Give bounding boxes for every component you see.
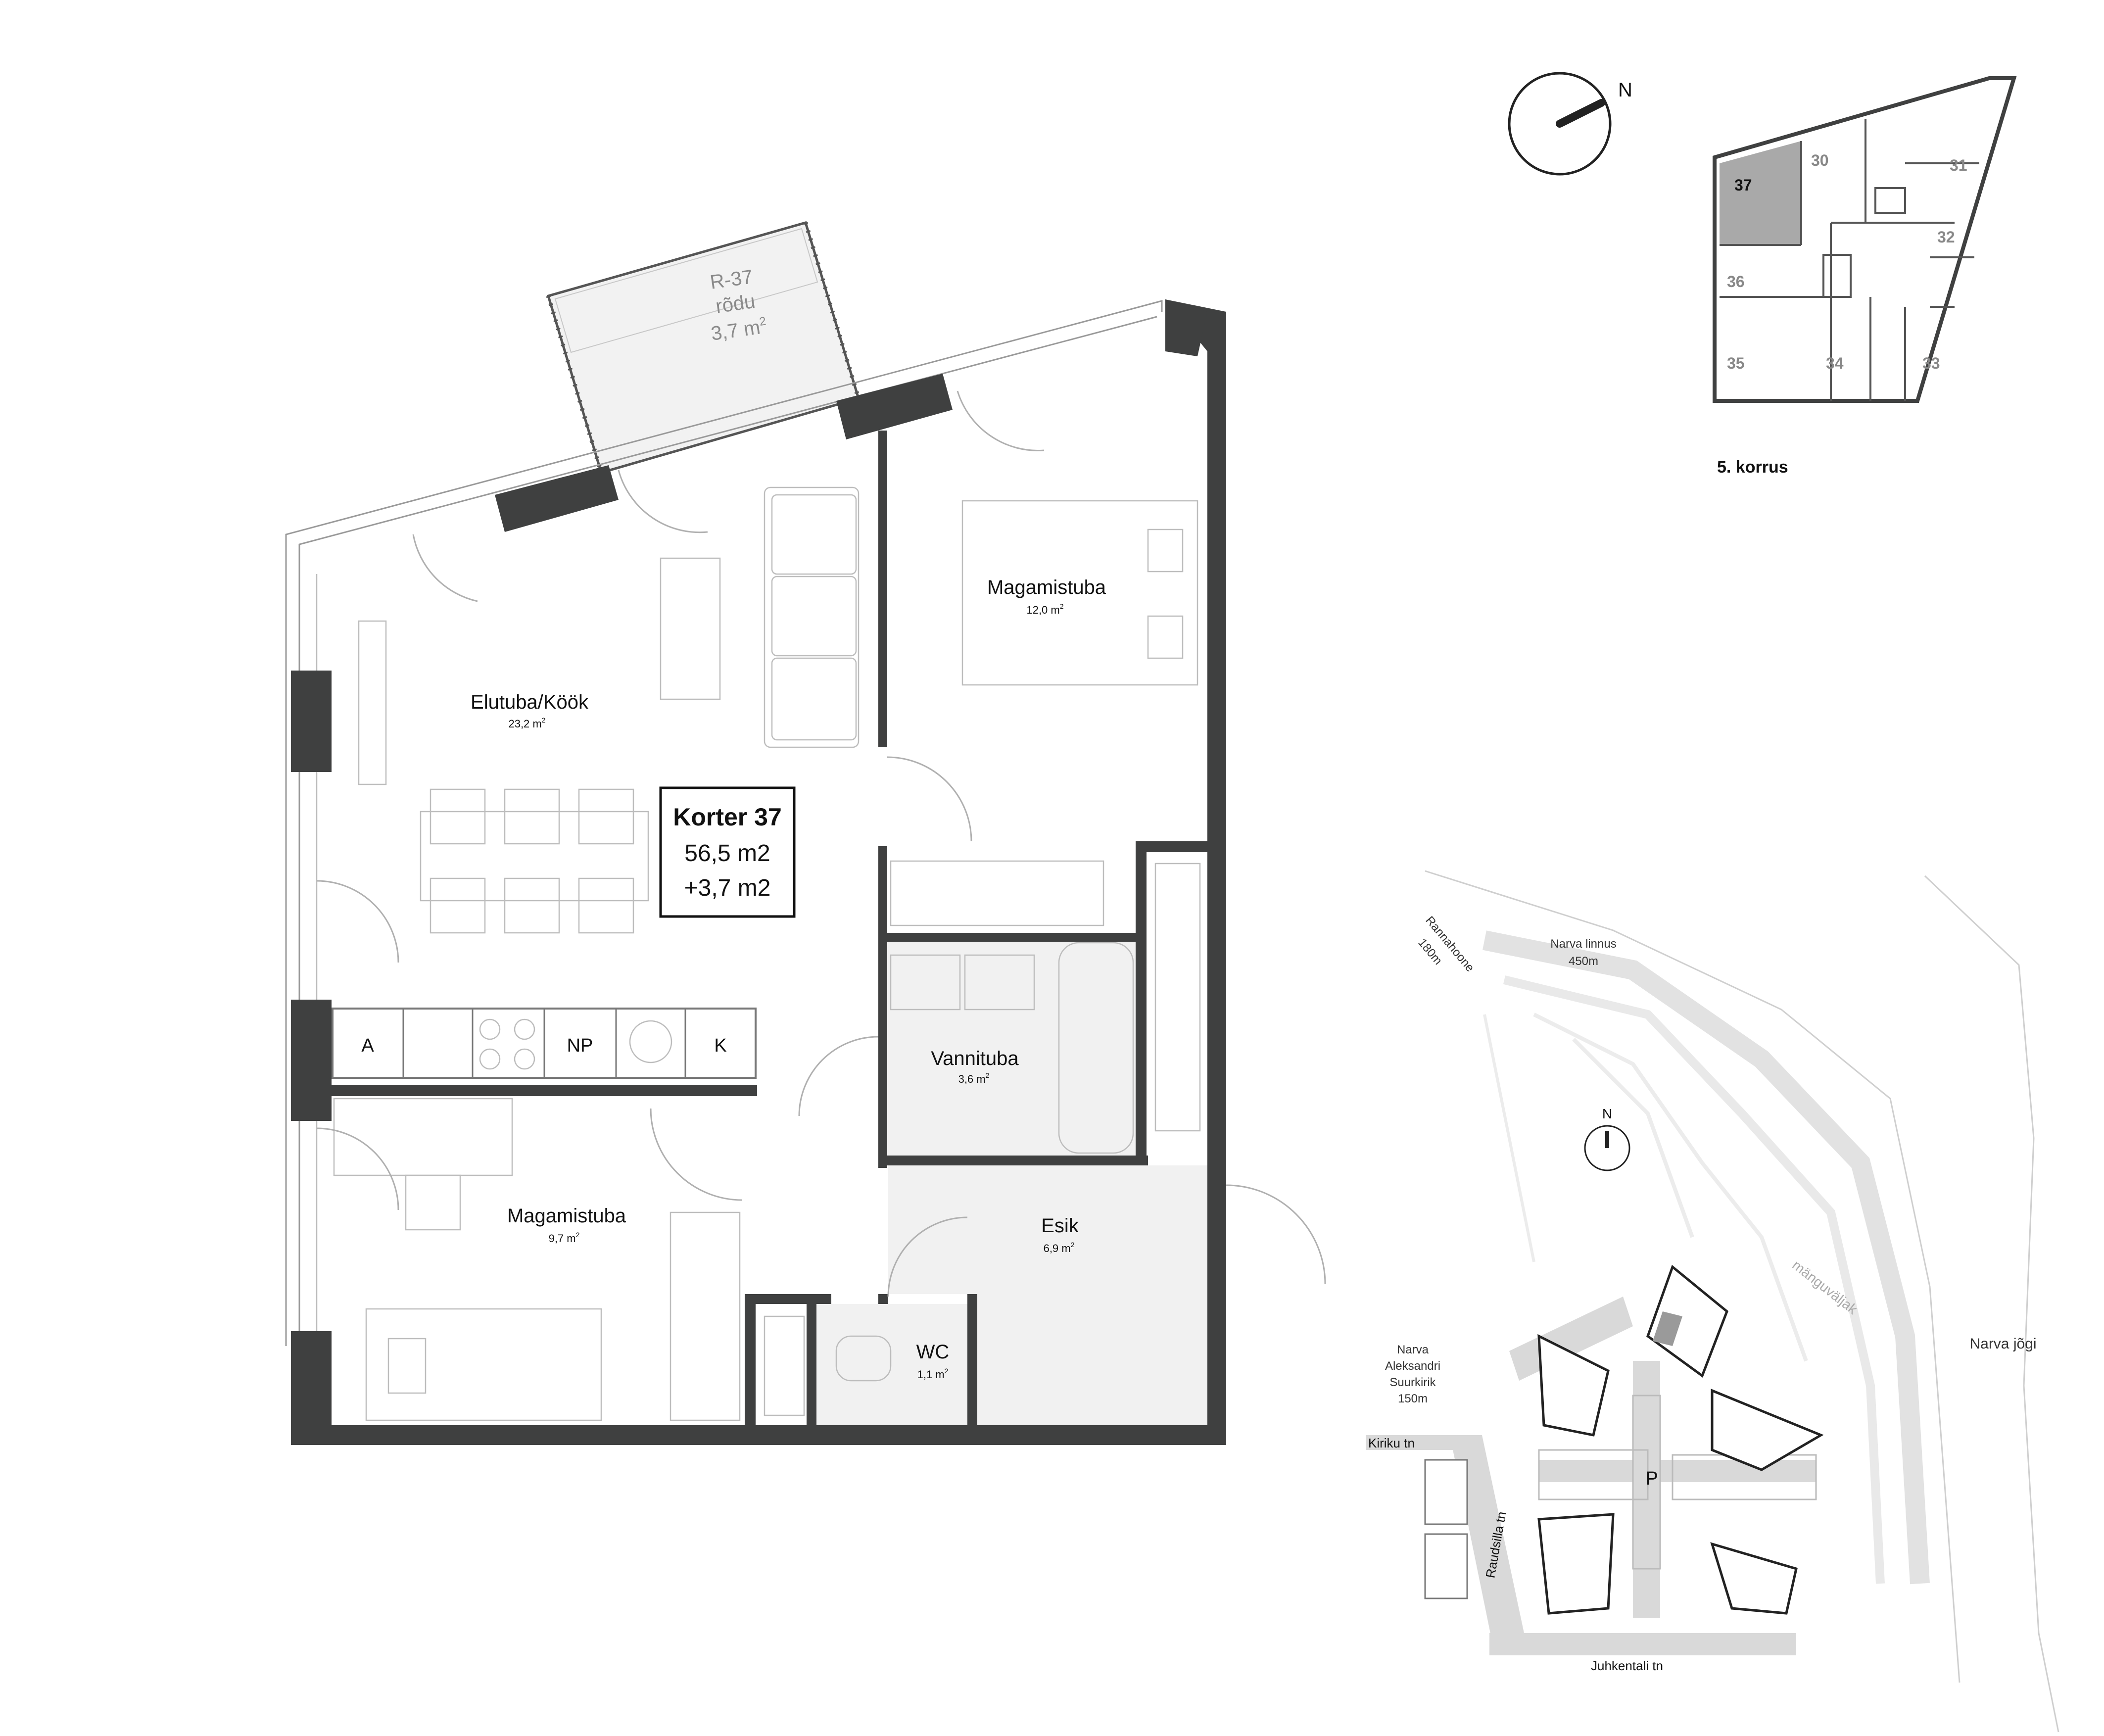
compass: N bbox=[1508, 72, 1632, 176]
svg-text:1,1 m2: 1,1 m2 bbox=[917, 1367, 949, 1381]
church-line-2: Aleksandri bbox=[1385, 1359, 1440, 1373]
doors bbox=[316, 390, 1326, 1297]
balcony[interactable] bbox=[546, 221, 861, 475]
site-plan: N mänguväljak Narva jõgi P Rannahoone 18… bbox=[1366, 870, 2059, 1733]
kitchen-label-np: NP bbox=[567, 1035, 593, 1056]
apartment-extra-area: +3,7 m2 bbox=[684, 875, 771, 901]
floor-plan: Elutuba/Köök 23,2 m2 Magamistuba 12,0 m2… bbox=[285, 221, 1326, 1445]
unit-label-33: 33 bbox=[1922, 354, 1940, 372]
pier-2 bbox=[836, 374, 953, 439]
room-label-bedroom-small: Magamistuba 9,7 m2 bbox=[507, 1205, 626, 1245]
site-buildings bbox=[1424, 1264, 1824, 1615]
sink-icon bbox=[629, 1020, 672, 1063]
svg-text:Magamistuba: Magamistuba bbox=[507, 1205, 626, 1227]
kitchen-label-a: A bbox=[361, 1035, 374, 1056]
svg-text:Elutuba/Köök: Elutuba/Köök bbox=[471, 691, 589, 713]
tiled-floors bbox=[816, 942, 1207, 1425]
room-label-hall: Esik 6,9 m2 bbox=[1041, 1215, 1079, 1254]
apartment-area: 56,5 m2 bbox=[684, 840, 770, 867]
room-label-wc: WC 1,1 m2 bbox=[916, 1341, 950, 1381]
church-distance: 150m bbox=[1398, 1392, 1428, 1405]
svg-text:Esik: Esik bbox=[1041, 1215, 1079, 1237]
svg-text:3,6 m2: 3,6 m2 bbox=[958, 1071, 990, 1085]
floor-key-plan: 37 30 31 32 36 35 34 33 5. korrus bbox=[1713, 76, 2017, 477]
svg-text:12,0 m2: 12,0 m2 bbox=[1026, 602, 1063, 616]
kitchen-counter bbox=[332, 1008, 757, 1079]
kitchen-label-k: K bbox=[714, 1035, 726, 1056]
church-line-1: Narva bbox=[1397, 1343, 1429, 1356]
room-label-bath: Vannituba 3,6 m2 bbox=[931, 1048, 1019, 1085]
castle-distance: 450m bbox=[1569, 955, 1598, 968]
highlight-unit-37 bbox=[1720, 141, 1801, 245]
unit-label-31: 31 bbox=[1950, 156, 1967, 174]
compass-n: N bbox=[1618, 79, 1632, 101]
site-highlight-building bbox=[1653, 1311, 1682, 1346]
room-label-living: Elutuba/Köök 23,2 m2 bbox=[471, 691, 589, 730]
pier-west-2 bbox=[291, 1000, 332, 1121]
floor-label: 5. korrus bbox=[1717, 458, 1788, 477]
church-line-3: Suurkirik bbox=[1389, 1376, 1436, 1389]
roads bbox=[1366, 1297, 1816, 1655]
apartment-title: Korter 37 bbox=[673, 803, 782, 831]
unit-label-36: 36 bbox=[1727, 273, 1745, 290]
parking-label: P bbox=[1645, 1468, 1658, 1489]
svg-text:6,9 m2: 6,9 m2 bbox=[1044, 1241, 1075, 1254]
svg-text:23,2 m2: 23,2 m2 bbox=[508, 716, 545, 730]
unit-label-30: 30 bbox=[1811, 151, 1829, 169]
room-label-bedroom-large: Magamistuba 12,0 m2 bbox=[987, 577, 1106, 616]
apartment-info-box: Korter 37 56,5 m2 +3,7 m2 bbox=[659, 786, 796, 918]
compass-needle-icon bbox=[1556, 99, 1605, 128]
street-kiriku: Kiriku tn bbox=[1368, 1436, 1415, 1450]
unit-label-37: 37 bbox=[1734, 176, 1752, 194]
wall-south bbox=[291, 1425, 1226, 1445]
svg-text:Vannituba: Vannituba bbox=[931, 1048, 1019, 1069]
pier-west-1 bbox=[291, 671, 332, 772]
svg-text:9,7 m2: 9,7 m2 bbox=[549, 1231, 580, 1245]
pier-1 bbox=[495, 465, 619, 532]
svg-text:WC: WC bbox=[916, 1341, 950, 1363]
castle-label: Narva linnus bbox=[1550, 937, 1616, 951]
unit-label-32: 32 bbox=[1937, 228, 1955, 246]
river-label: Narva jõgi bbox=[1969, 1336, 2036, 1352]
svg-text:Magamistuba: Magamistuba bbox=[987, 577, 1106, 598]
svg-text:N: N bbox=[1602, 1106, 1612, 1121]
unit-label-35: 35 bbox=[1727, 354, 1745, 372]
wall-east bbox=[1165, 299, 1226, 1445]
unit-label-34: 34 bbox=[1826, 354, 1844, 372]
street-juhkentali: Juhkentali tn bbox=[1591, 1658, 1663, 1673]
